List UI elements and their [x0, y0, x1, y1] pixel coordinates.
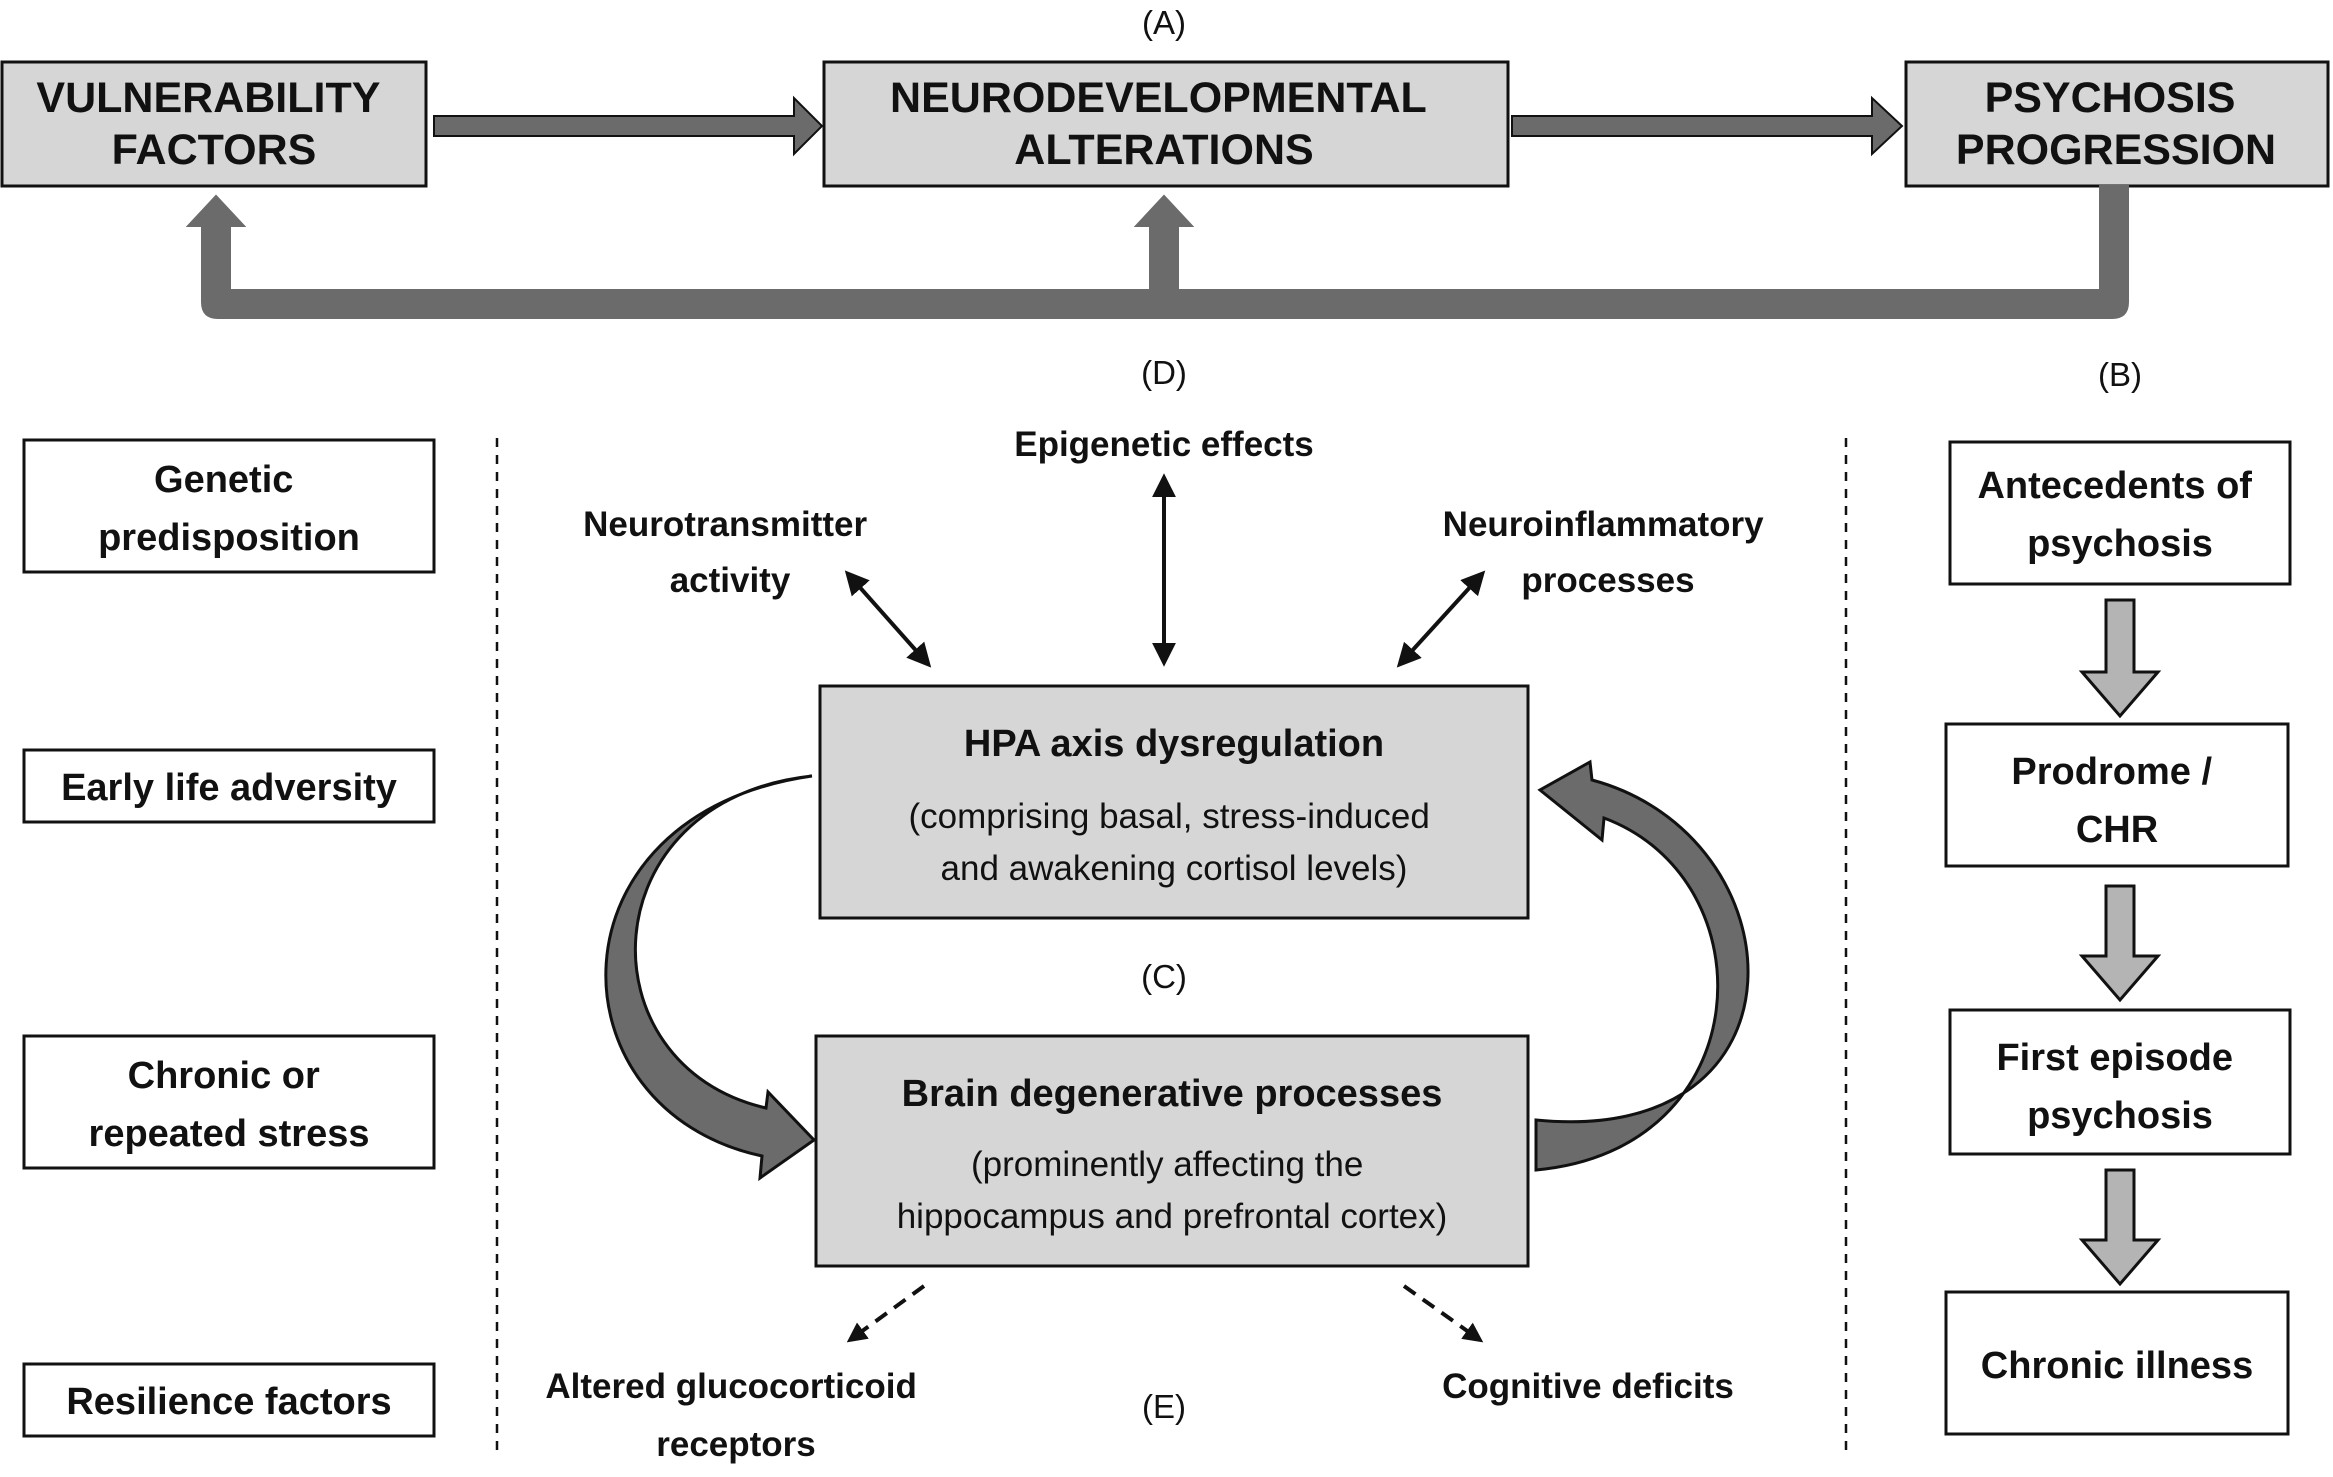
glucocorticoid-line-2: receptors [656, 1425, 816, 1464]
resilience-factors-box: Resilience factors [22, 1362, 436, 1438]
vulnerability-line-2: FACTORS [112, 126, 317, 174]
arrow-neurodevelopmental-to-psychosis [1511, 95, 1904, 157]
first-episode-line-1: First episode [1996, 1037, 2233, 1079]
genetic-line-2: predisposition [98, 517, 360, 559]
stress-line-1: Chronic or [128, 1055, 320, 1097]
stress-line-2: repeated stress [89, 1113, 370, 1155]
panel-label-a: (A) [1142, 4, 1186, 41]
svg-text:NEURODEVELOPMENTAL ALTER: NEURODEVELOPMENTAL ALTERATIONS [890, 74, 1438, 174]
svg-text:First episode psychosis: First episode psychosis [1996, 1037, 2243, 1137]
prodrome-box: Prodrome / CHR [1944, 722, 2290, 868]
feedback-loop-arrow [185, 185, 2129, 319]
svg-text:VULNERABILITY FACTORS: VULNERABILITY FACTORS [36, 74, 391, 174]
neurotransmitter-line-2: activity [670, 561, 791, 600]
svg-text:Resilience factors: Resilience factors [66, 1381, 391, 1423]
altered-glucocorticoid-label: Altered glucocorticoid receptors [545, 1367, 926, 1464]
antecedents-line-2: psychosis [2027, 523, 2213, 565]
neuroinflammatory-processes-label: Neuroinflammatory processes [1443, 505, 1774, 600]
brain-sub-line-2: hippocampus and prefrontal cortex) [897, 1197, 1448, 1236]
panel-label-c: (C) [1141, 958, 1187, 995]
svg-text:(prominently affecting the: (prominently affecting the hippocampus a… [897, 1145, 1448, 1236]
svg-text:Antecedents of psychosis: Antecedents of psychosis [1977, 465, 2262, 565]
hpa-title: HPA axis dysregulation [964, 723, 1384, 765]
dashed-arrow-to-glucocorticoid [846, 1284, 926, 1343]
panel-label-d: (D) [1141, 354, 1187, 391]
neuroinflammatory-line-2: processes [1521, 561, 1694, 600]
early-life-line-1: Early life adversity [61, 767, 397, 809]
first-episode-line-2: psychosis [2027, 1095, 2213, 1137]
epigenetic-effects-label: Epigenetic effects [1014, 425, 1314, 464]
neurodevelopmental-line-1: NEURODEVELOPMENTAL [890, 74, 1426, 122]
down-arrow-first-episode-to-chronic [2078, 1168, 2162, 1287]
svg-text:Prodrome / CHR: Prodrome / CHR [2011, 751, 2222, 851]
svg-text:Genetic predisposition: Genetic predisposition [98, 459, 360, 559]
psychosis-progression-box: PSYCHOSIS PROGRESSION [1904, 60, 2330, 188]
dashed-arrow-to-cognitive [1402, 1284, 1484, 1343]
panel-label-e: (E) [1142, 1388, 1186, 1425]
curved-arrow-hpa-to-brain [604, 774, 817, 1182]
vulnerability-line-1: VULNERABILITY [36, 74, 379, 122]
down-arrow-prodrome-to-first-episode [2078, 884, 2162, 1003]
brain-degenerative-box: Brain degenerative processes (prominentl… [814, 1034, 1530, 1268]
svg-text:(comprising basal, stress-indu: (comprising basal, stress-induced and aw… [908, 797, 1439, 888]
neurotransmitter-line-1: Neurotransmitter [583, 505, 867, 544]
first-episode-box: First episode psychosis [1948, 1008, 2292, 1156]
chronic-illness-box: Chronic illness [1944, 1290, 2290, 1436]
hpa-sub-line-1: (comprising basal, stress-induced [908, 797, 1429, 836]
down-arrow-antecedents-to-prodrome [2078, 598, 2162, 719]
chronic-line-1: Chronic illness [1981, 1345, 2253, 1387]
resilience-line-1: Resilience factors [66, 1381, 391, 1423]
hpa-sub-line-2: and awakening cortisol levels) [941, 849, 1408, 888]
brain-title: Brain degenerative processes [902, 1073, 1443, 1115]
svg-text:Early life adversity: Early life adversity [61, 767, 397, 809]
neurodevelopmental-alterations-box: NEURODEVELOPMENTAL ALTERATIONS [822, 60, 1510, 188]
chronic-stress-box: Chronic or repeated stress [22, 1034, 436, 1170]
neurotransmitter-activity-label: Neurotransmitter activity [583, 505, 877, 600]
antecedents-box: Antecedents of psychosis [1948, 440, 2292, 586]
glucocorticoid-line-1: Altered glucocorticoid [545, 1367, 916, 1406]
arrow-neuroinflammatory-hpa [1396, 570, 1486, 668]
neuroinflammatory-line-1: Neuroinflammatory [1443, 505, 1764, 544]
svg-text:Chronic illness: Chronic illness [1981, 1345, 2253, 1387]
arrow-neurotransmitter-hpa [844, 570, 932, 668]
early-life-adversity-box: Early life adversity [22, 748, 436, 824]
svg-text:Chronic or repeated stre: Chronic or repeated stress [89, 1055, 370, 1155]
prodrome-line-1: Prodrome / [2011, 751, 2212, 793]
genetic-line-1: Genetic [154, 459, 293, 501]
psychosis-line-1: PSYCHOSIS [1985, 74, 2236, 122]
panel-label-b: (B) [2098, 356, 2142, 393]
hpa-axis-box: HPA axis dysregulation (comprising basal… [818, 684, 1530, 920]
arrow-vulnerability-to-neurodevelopmental [433, 95, 824, 157]
antecedents-line-1: Antecedents of [1977, 465, 2252, 507]
brain-sub-line-1: (prominently affecting the [971, 1145, 1363, 1184]
neurodevelopmental-line-2: ALTERATIONS [1014, 126, 1313, 174]
vulnerability-factors-box: VULNERABILITY FACTORS [0, 60, 428, 188]
prodrome-line-2: CHR [2076, 809, 2158, 851]
genetic-predisposition-box: Genetic predisposition [22, 438, 436, 574]
svg-text:PSYCHOSIS PROGRESSION: PSYCHOSIS PROGRESSION [1956, 74, 2276, 174]
curved-arrow-brain-to-hpa [1534, 759, 1750, 1172]
psychosis-line-2: PROGRESSION [1956, 126, 2276, 174]
cognitive-deficits-label: Cognitive deficits [1442, 1367, 1734, 1406]
